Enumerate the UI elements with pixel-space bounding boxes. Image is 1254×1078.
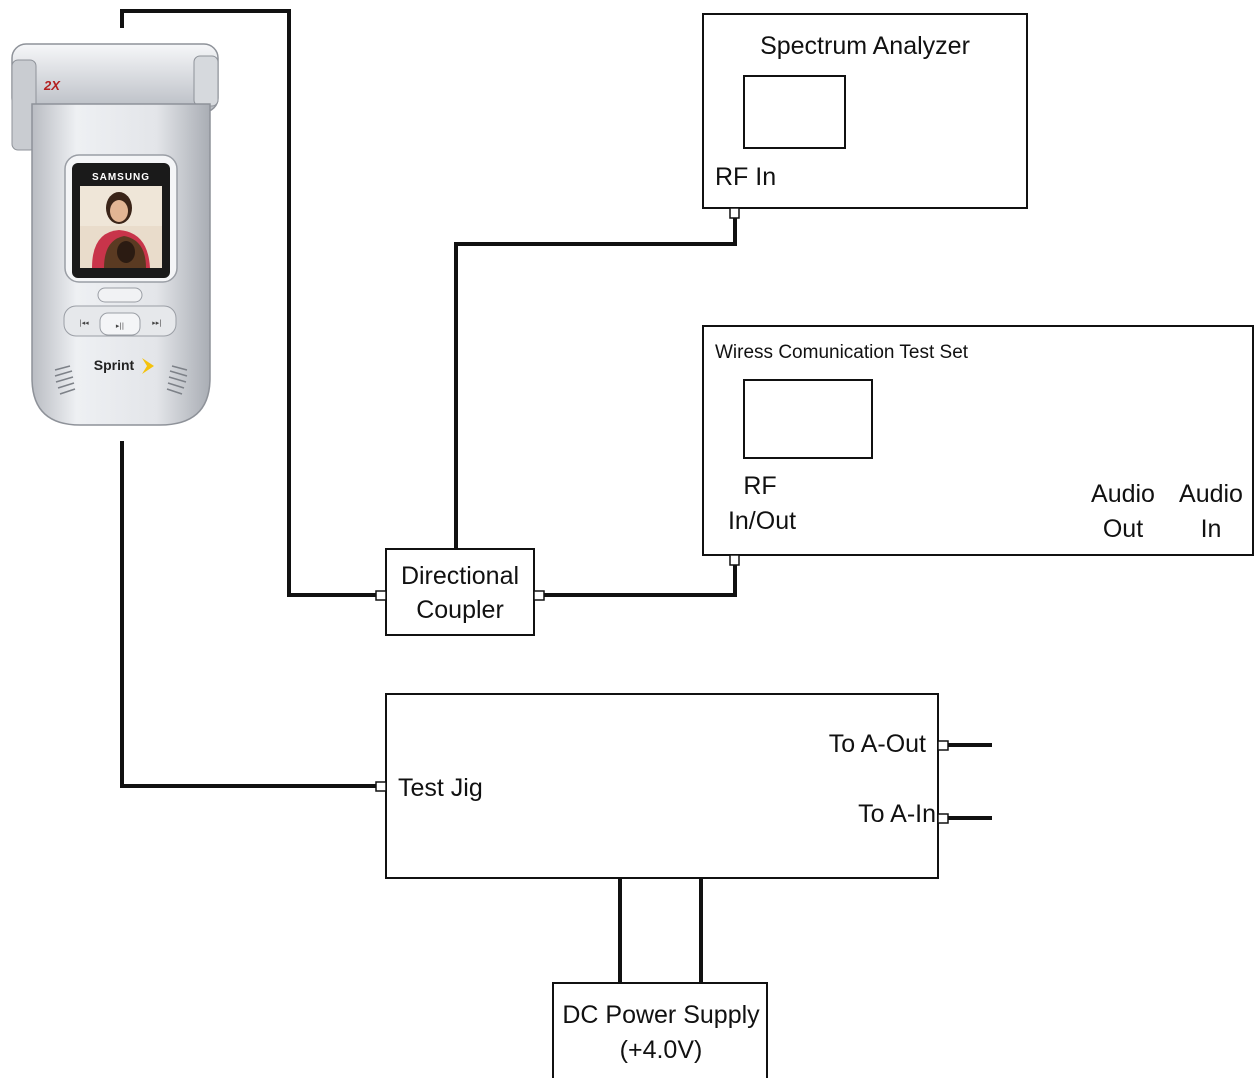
phone-speaker-right [166, 365, 188, 395]
wire-phone-to-test-jig [120, 441, 378, 788]
power-supply-label-line1: DC Power Supply [562, 1001, 760, 1029]
phone-play-button [99, 312, 141, 336]
phone-play-button-label: ▸|| [116, 322, 124, 330]
photo-dog-face [117, 241, 135, 263]
test-jig: Test Jig To A-Out To A-In [375, 693, 949, 879]
spectrum-analyzer-screen [743, 75, 846, 149]
phone-hinge [11, 43, 219, 113]
test-set-audio-out-line2: Out [1103, 515, 1143, 543]
connection-wires [120, 9, 992, 983]
test-set-screen [743, 379, 873, 459]
wire-coupler-to-spectrum-analyzer [454, 218, 737, 549]
test-jig-a-out-port [937, 740, 949, 751]
coupler-label-line2: Coupler [416, 596, 504, 624]
test-jig-a-out-label: To A-Out [829, 730, 926, 758]
phone-next-button-label: ▸▸| [152, 319, 161, 327]
directional-coupler: Directional Coupler [375, 548, 545, 636]
sprint-chevron-icon [142, 358, 154, 374]
phone-hinge-cap [193, 55, 219, 107]
spectrum-analyzer-title: Spectrum Analyzer [760, 32, 970, 60]
test-set-rf-label-line1: RF [743, 472, 776, 500]
test-jig-box [385, 693, 939, 879]
wireless-test-set: Wiress Comunication Test Set RF In/Out A… [702, 325, 1254, 566]
test-set-audio-in-line2: In [1201, 515, 1222, 543]
spectrum-analyzer-port-label: RF In [715, 163, 776, 191]
coupler-label-line1: Directional [401, 562, 519, 590]
power-supply-label-line2: (+4.0V) [620, 1036, 703, 1064]
power-supply-box [552, 982, 768, 1078]
test-set-rf-port [729, 554, 740, 566]
test-jig-phone-port [375, 781, 387, 792]
test-jig-a-in-port [937, 813, 949, 824]
test-set-rf-label-line2: In/Out [728, 507, 796, 535]
photo-face [110, 200, 128, 222]
phone-center-button [97, 287, 143, 303]
wire-coupler-to-test-set [538, 565, 737, 597]
coupler-left-port [375, 590, 387, 601]
test-jig-title: Test Jig [398, 774, 483, 802]
phone-illustration: 2X SAMSUNG |◂◂ ▸|| ▸▸| Sprint [11, 43, 219, 426]
phone-carrier-label: Sprint [94, 357, 135, 373]
phone-prev-button-label: |◂◂ [79, 319, 89, 327]
test-set-title: Wiress Comunication Test Set [715, 342, 969, 363]
test-set-audio-out-line1: Audio [1091, 480, 1155, 508]
phone-brand-badge: 2X [43, 78, 61, 93]
phone-maker-label: SAMSUNG [92, 172, 150, 183]
spectrum-analyzer-rf-in-port [729, 207, 740, 219]
test-set-audio-in-line1: Audio [1179, 480, 1243, 508]
wire-phone-antenna-to-coupler [120, 9, 378, 597]
spectrum-analyzer: Spectrum Analyzer RF In [702, 13, 1028, 219]
coupler-right-port [533, 590, 545, 601]
phone-speaker-left [54, 365, 76, 395]
dc-power-supply: DC Power Supply (+4.0V) [552, 982, 768, 1078]
test-jig-a-in-label: To A-In [858, 800, 936, 828]
